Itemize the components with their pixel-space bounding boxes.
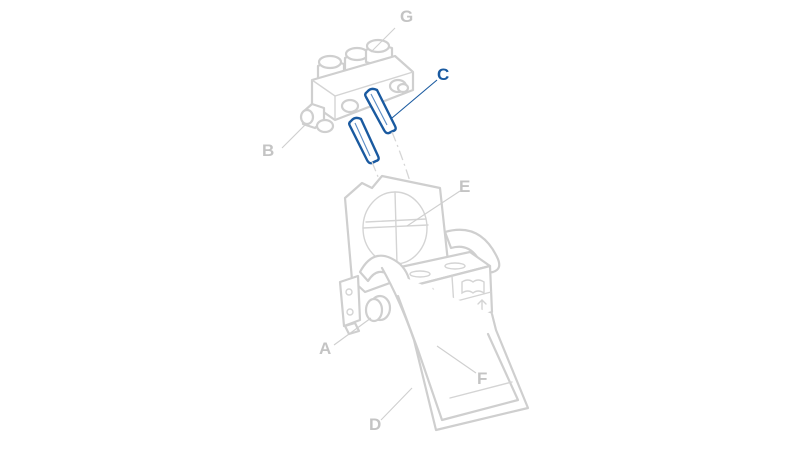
hose-connectors-highlighted (348, 87, 397, 165)
arrow-up-icon (477, 299, 487, 311)
callout-g: G (400, 7, 414, 26)
callout-f: F (477, 369, 488, 388)
callout-e: E (459, 177, 471, 196)
pedal-assembly (338, 174, 530, 432)
manual-book-icon (461, 279, 485, 295)
callout-a: A (319, 339, 332, 358)
callout-c: C (437, 65, 450, 84)
callout-b: B (262, 141, 275, 160)
manifold-block (299, 38, 415, 134)
callout-d: D (369, 415, 382, 434)
